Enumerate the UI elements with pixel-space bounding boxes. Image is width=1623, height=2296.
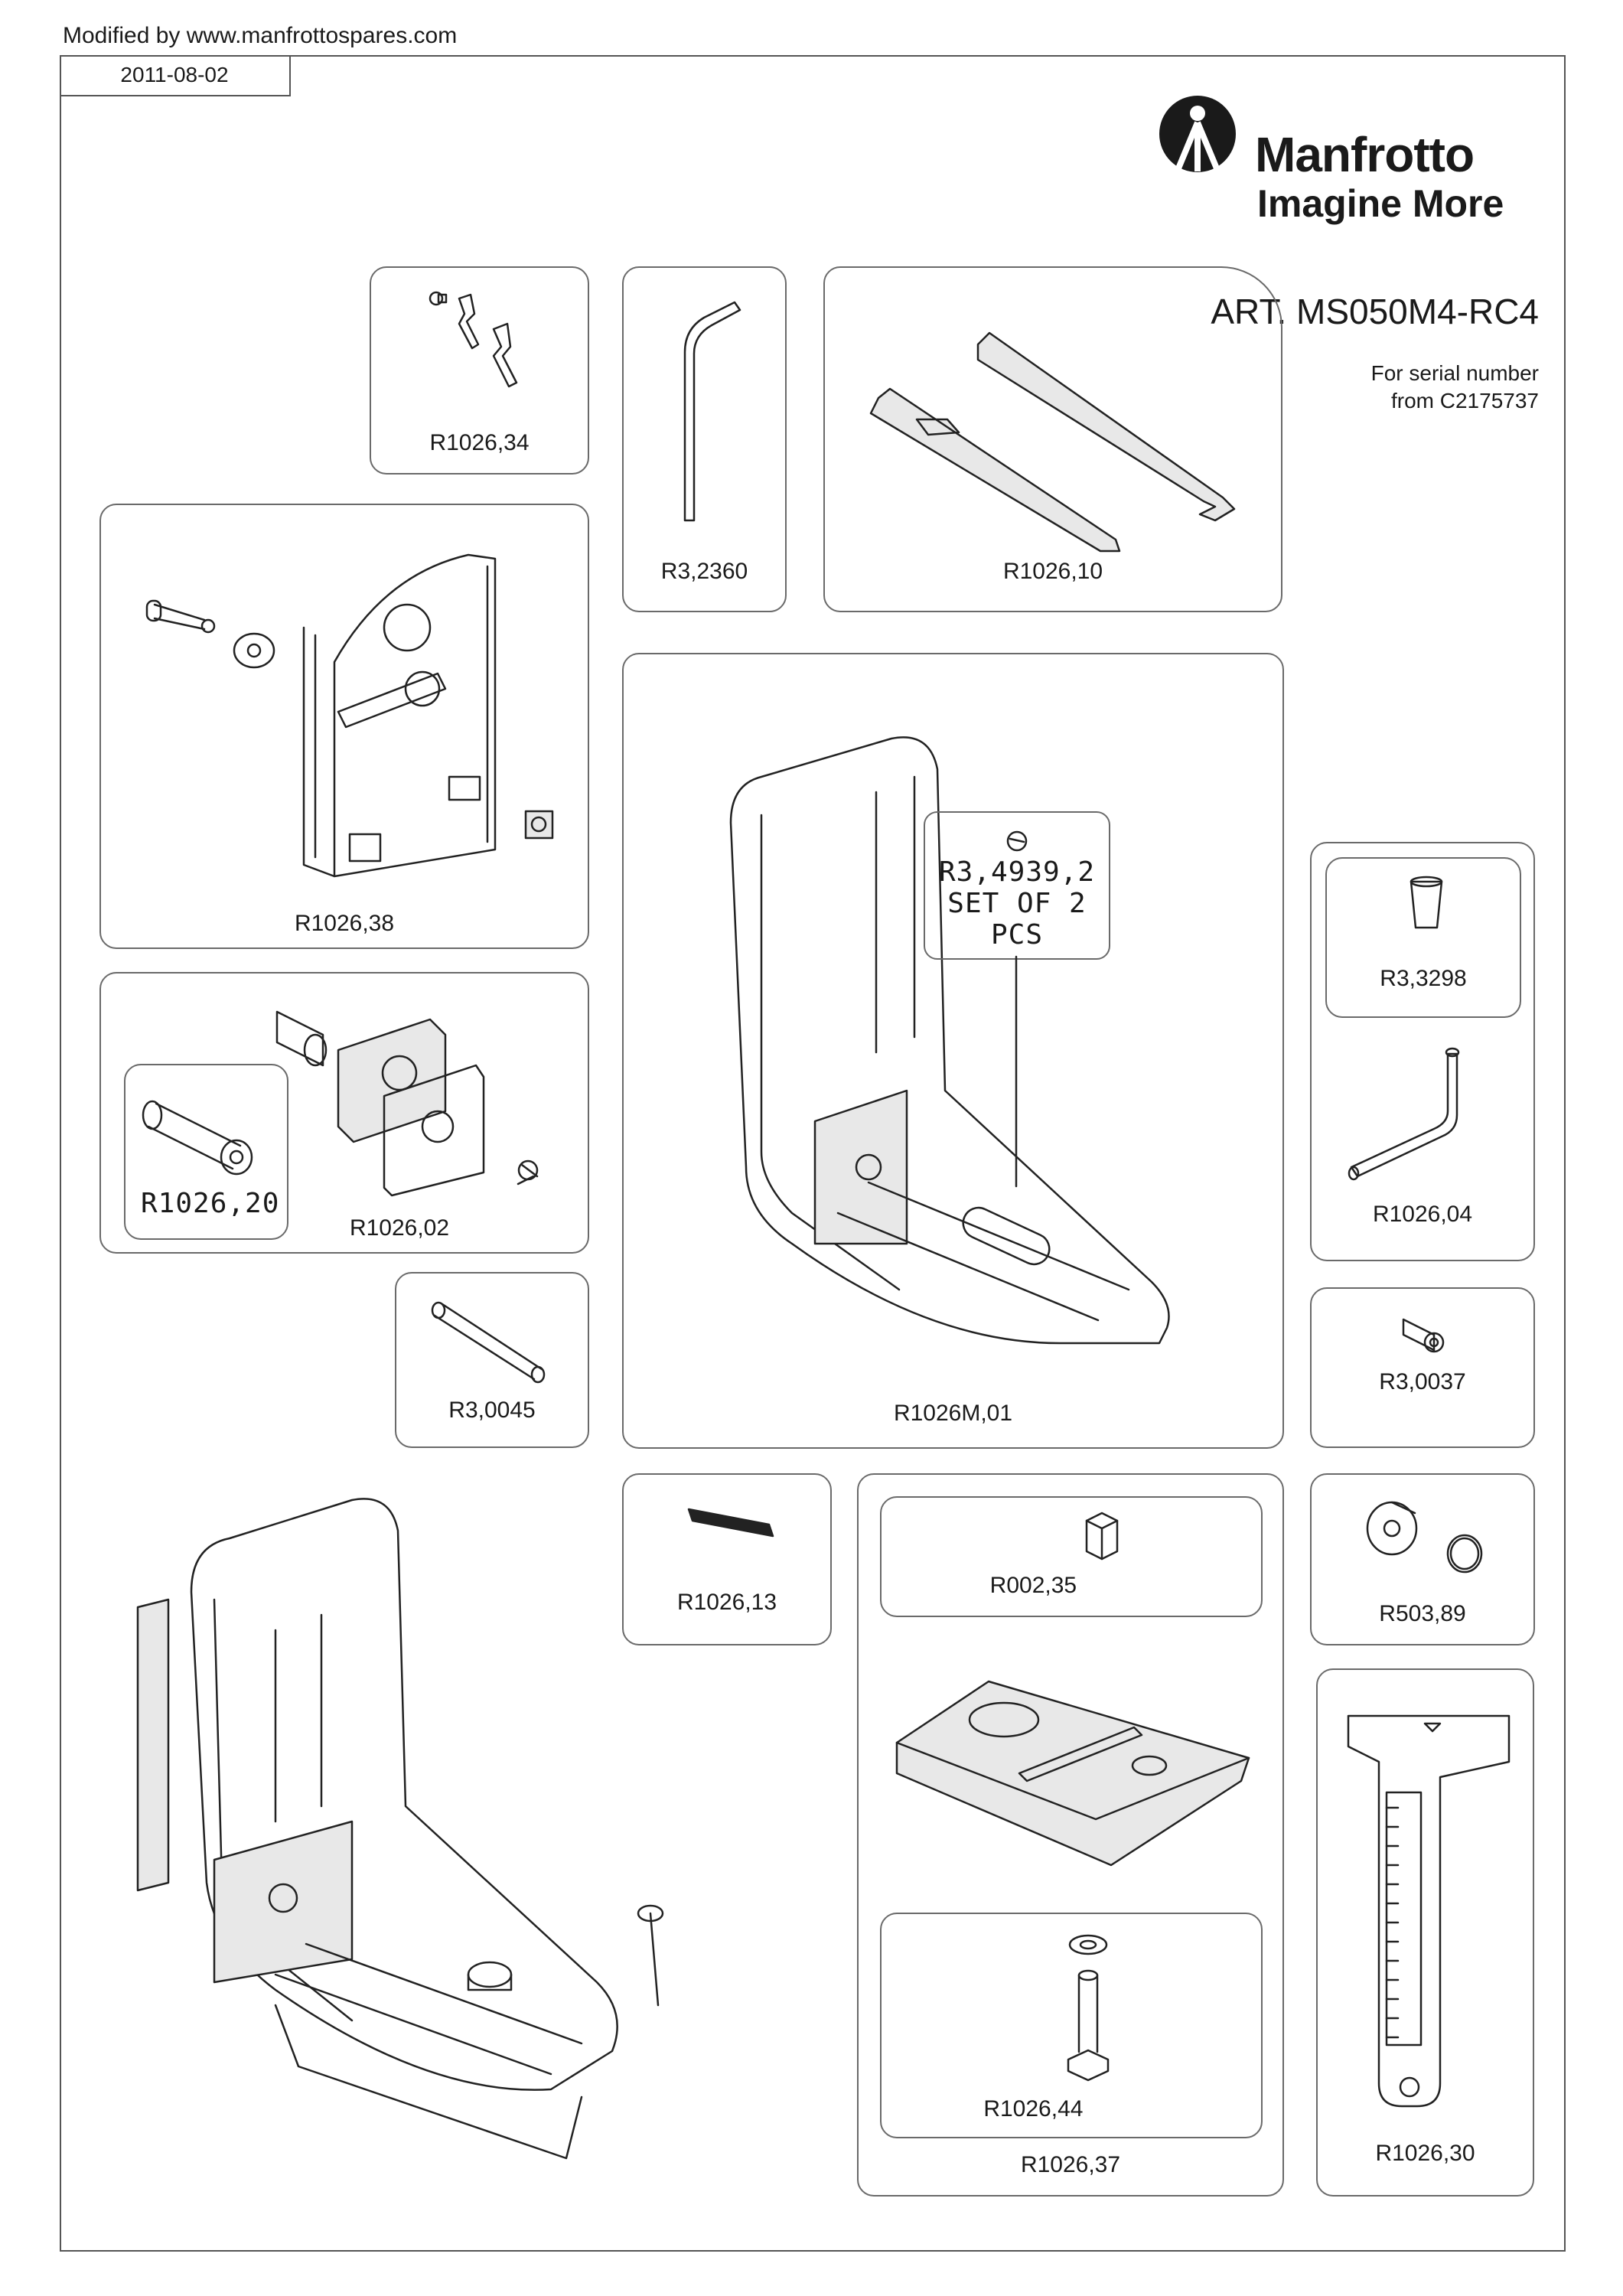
part-label-r503-89: R503,89 [1379, 1601, 1466, 1626]
spring-clips-drawing [429, 291, 518, 388]
manfrotto-logo-icon [1159, 96, 1236, 172]
l-bracket-drawing [729, 736, 1170, 1345]
measuring-tool-drawing [1347, 1714, 1511, 2108]
part-label-r3-3298: R3,3298 [1380, 966, 1467, 991]
part-panel-r1026-38: R1026,38 [99, 504, 589, 949]
part-panel-r1026-44: R1026,44 [880, 1913, 1263, 2138]
serial-note: For serial number from C2175737 [1233, 360, 1539, 415]
part-panel-r1026-37: R002,35 R1026,44 R1026,37 [857, 1473, 1284, 2197]
part-label-r002-35: R002,35 [989, 1573, 1077, 1598]
l-lever-drawing [1348, 1047, 1460, 1181]
part-note-set-of-2: SET OF 2 PCS [947, 888, 1087, 951]
part-panel-r1026-30: R1026,30 [1316, 1668, 1534, 2197]
part-label-r1026-04: R1026,04 [1372, 1202, 1473, 1227]
part-label-r1026-38: R1026,38 [294, 911, 395, 936]
pin-drawing [431, 1301, 546, 1384]
brand-name: Manfrotto [1255, 127, 1475, 182]
callout-leader-line [1015, 955, 1018, 1188]
part-label-r1026-30: R1026,30 [1375, 2141, 1475, 2166]
date-box: 2011-08-02 [60, 55, 291, 96]
part-label-r3-0037: R3,0037 [1379, 1369, 1466, 1394]
part-panel-r1026-04: R3,3298 R1026,04 [1310, 842, 1535, 1261]
part-label-r1026-44: R1026,44 [983, 2096, 1084, 2122]
modified-by-text: Modified by www.manfrottospares.com [63, 23, 458, 48]
screw-and-washer-drawing [1067, 1934, 1110, 2082]
part-panel-r1026-34: R1026,34 [370, 266, 589, 475]
part-panel-r002-35: R002,35 [880, 1496, 1263, 1617]
part-panel-r503-89: R503,89 [1310, 1473, 1535, 1645]
washer-and-ring-drawing [1366, 1501, 1483, 1574]
brand-tagline: Imagine More [1257, 182, 1504, 225]
part-panel-r3-0045: R3,0045 [395, 1272, 589, 1448]
spacer-cylinder-drawing [142, 1100, 253, 1176]
part-label-r1026-13: R1026,13 [676, 1590, 777, 1615]
part-panel-r3-0037: R3,0037 [1310, 1287, 1535, 1448]
shim-plates-drawing [869, 331, 1236, 553]
part-panel-r1026-20: R1026,20 [124, 1064, 288, 1240]
mounting-plate-drawing [145, 553, 554, 878]
label-plate-drawing [687, 1508, 774, 1538]
hex-key-drawing [683, 301, 741, 522]
part-panel-r1026-13: R1026,13 [622, 1473, 832, 1645]
serial-line-1: For serial number [1370, 361, 1539, 385]
part-panel-r1026-02: R1026,20 R1026,02 [99, 972, 589, 1254]
bushing-drawing [1402, 1318, 1445, 1353]
part-label-r1026m-01: R1026M,01 [893, 1401, 1013, 1426]
nut-drawing [1085, 1512, 1119, 1561]
rubber-cap-drawing [1410, 876, 1443, 929]
part-panel-r1026m-01: R3,4939,2 SET OF 2 PCS R1026M,01 [622, 653, 1284, 1449]
part-label-r3-0045: R3,0045 [448, 1397, 536, 1423]
part-label-r3-2360: R3,2360 [660, 559, 748, 584]
page-frame [60, 55, 1566, 2252]
callout-box-r3-4939: R3,4939,2 SET OF 2 PCS [924, 811, 1110, 960]
part-label-r1026-10: R1026,10 [1002, 559, 1103, 584]
assembled-bracket-drawing [136, 1498, 664, 2160]
part-label-r1026-02: R1026,02 [349, 1215, 450, 1241]
part-label-r1026-37: R1026,37 [1020, 2152, 1121, 2177]
part-panel-r3-2360: R3,2360 [622, 266, 787, 612]
part-label-r3-4939: R3,4939,2 [938, 856, 1096, 888]
screw-cap-drawing [1006, 830, 1028, 852]
part-label-r1026-20: R1026,20 [141, 1188, 280, 1219]
part-label-r1026-34: R1026,34 [429, 430, 530, 455]
part-panel-r3-3298: R3,3298 [1325, 857, 1521, 1018]
serial-line-2: from C2175737 [1390, 389, 1539, 413]
clamp-plate-drawing [895, 1680, 1250, 1867]
part-panel-r1026-10: R1026,10 [823, 266, 1282, 612]
plate-and-pad-drawing [275, 1010, 539, 1197]
